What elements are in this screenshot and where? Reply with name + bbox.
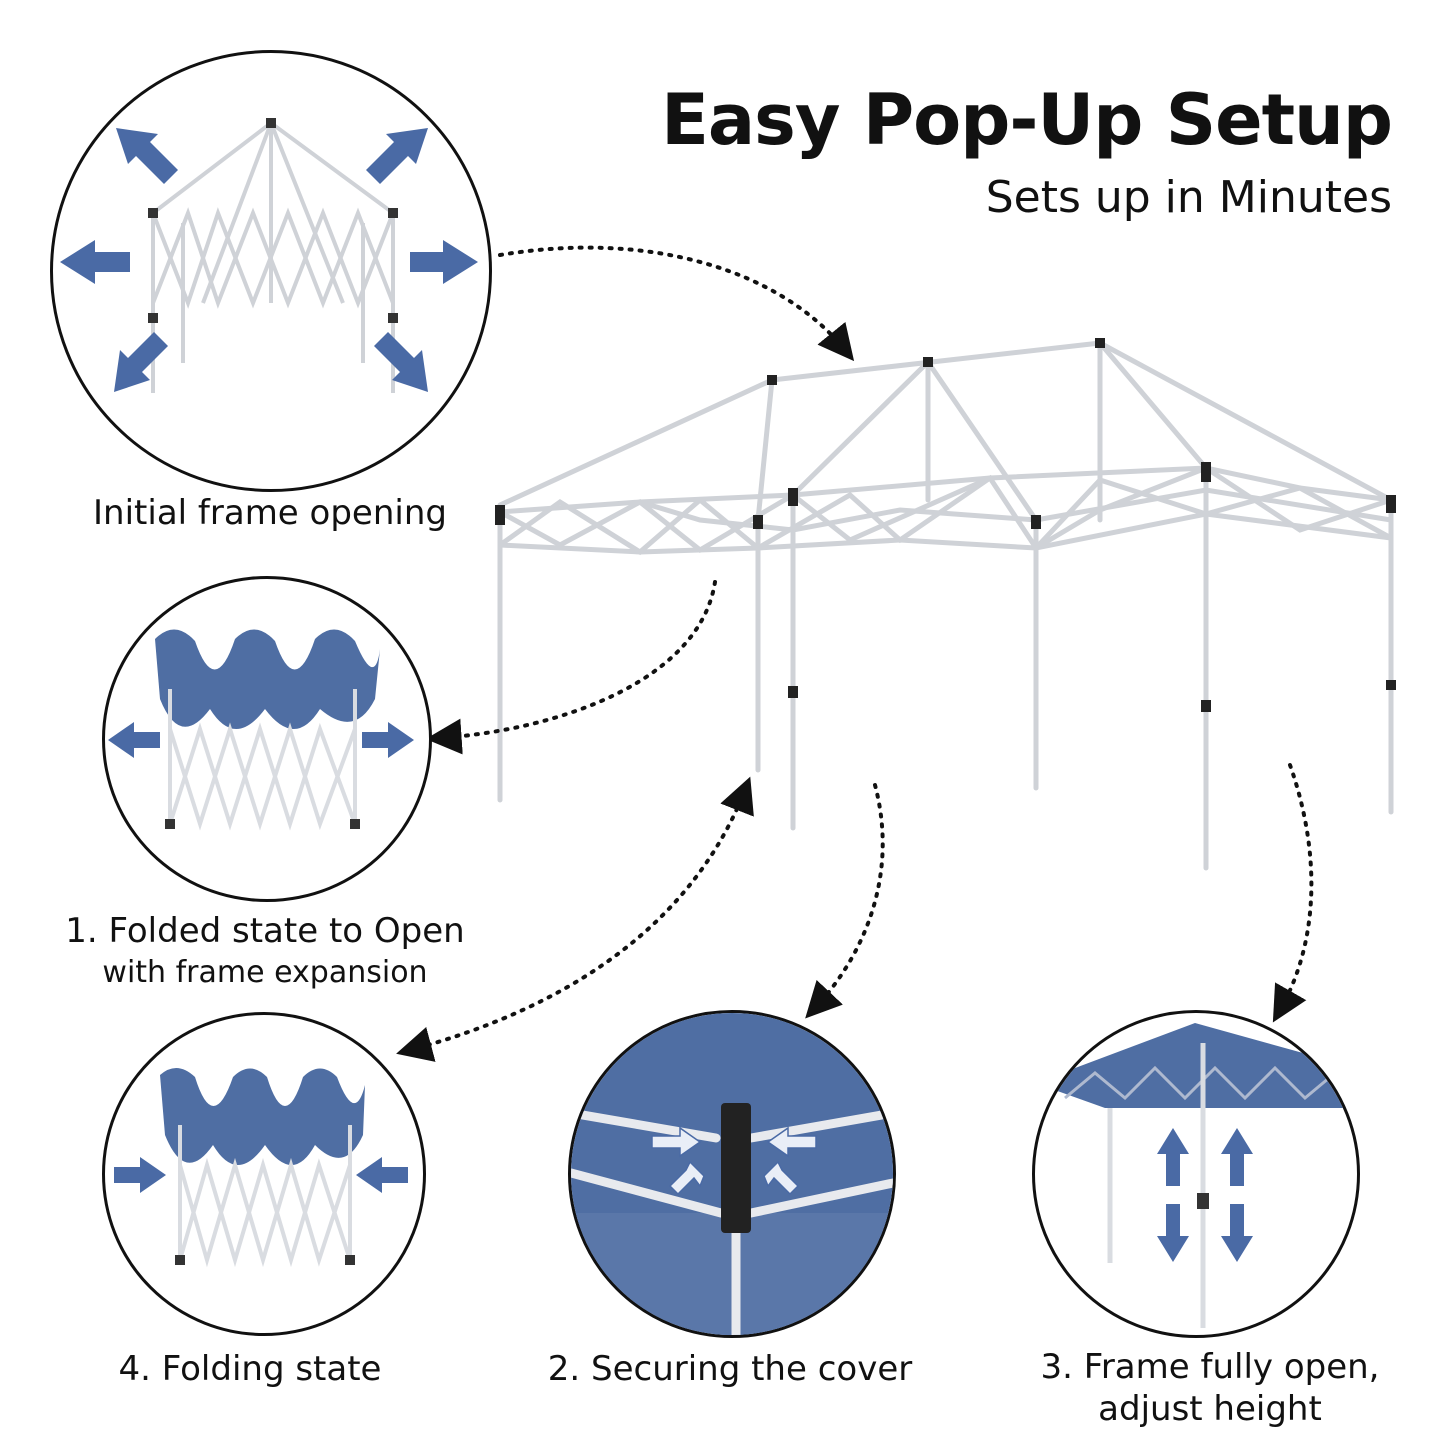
page-subtitle: Sets up in Minutes	[985, 172, 1392, 223]
folding-state-illustration	[102, 1012, 426, 1336]
dotted-connector-arrow	[498, 245, 855, 362]
securing-cover-illustration	[568, 1010, 896, 1338]
dotted-connector-arrow	[425, 580, 717, 755]
dotted-connector-arrow	[396, 776, 754, 1062]
caption-step1: 1. Folded state to Open	[65, 911, 465, 951]
folded-to-open-illustration	[102, 576, 432, 902]
caption-initial: Initial frame opening	[93, 493, 447, 533]
caption-step4: 4. Folding state	[118, 1349, 382, 1389]
dotted-connector-arrow	[805, 783, 885, 1019]
page-title: Easy Pop-Up Setup	[661, 79, 1393, 161]
caption-step1-sub: with frame expansion	[102, 955, 428, 990]
caption-step3-line2: adjust height	[1098, 1389, 1322, 1429]
caption-step3-line1: 3. Frame fully open,	[1040, 1347, 1380, 1387]
initial-opening-illustration	[50, 50, 492, 492]
dotted-connector-arrow	[1272, 763, 1314, 1023]
adjust-height-illustration	[1032, 1010, 1360, 1338]
caption-step2: 2. Securing the cover	[547, 1349, 913, 1389]
